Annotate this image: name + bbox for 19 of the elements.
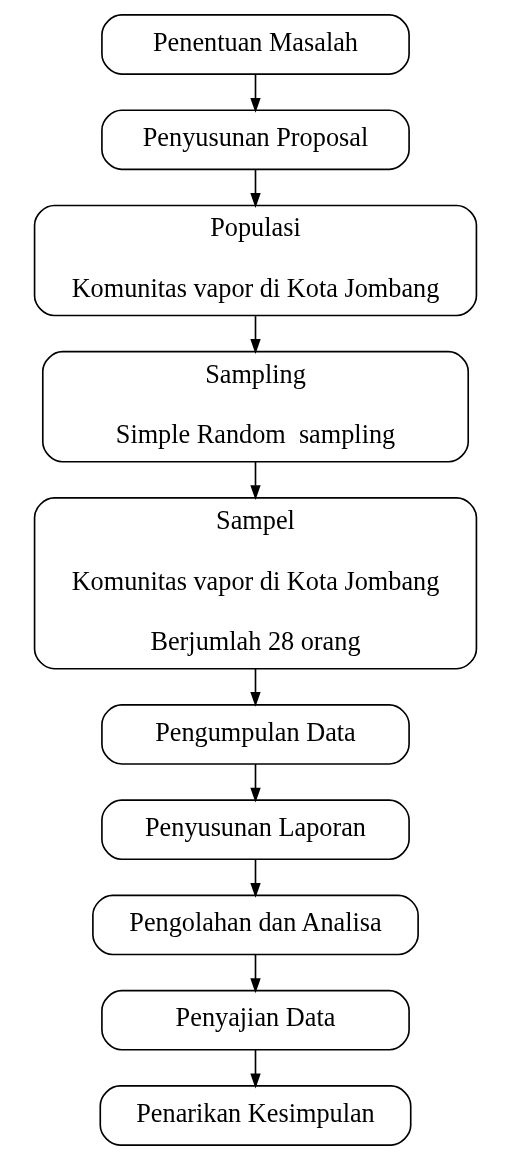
node-box: Sampel Komunitas vapor di Kota Jombang Berjumlah 28 orang	[33, 497, 477, 670]
node-box: Penarikan Kesimpulan	[98, 1085, 412, 1146]
arrow	[249, 858, 261, 898]
arrow	[249, 169, 261, 208]
node-box: Sampling Simple Random sampling	[41, 350, 469, 463]
arrow	[249, 73, 261, 113]
node-box: Penyusunan Laporan	[100, 799, 410, 861]
node-box: Penentuan Masalah	[100, 14, 410, 75]
node-box: Populasi Komunitas vapor di Kota Jombang	[33, 204, 477, 317]
node-box: Penyajian Data	[100, 989, 410, 1051]
node-box: Penyusunan Proposal	[100, 109, 410, 171]
arrow	[249, 315, 261, 354]
node-box: Pengolahan dan Analisa	[91, 894, 419, 956]
arrow	[249, 1049, 261, 1089]
arrow	[249, 667, 261, 707]
node-box: Pengumpulan Data	[100, 704, 410, 765]
arrow	[249, 763, 261, 803]
arrow	[249, 460, 261, 500]
arrow	[249, 953, 261, 994]
